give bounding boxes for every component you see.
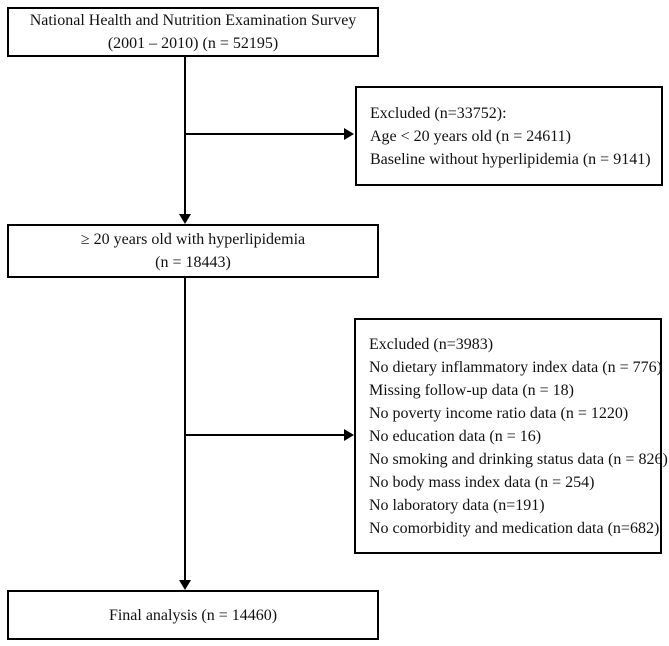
excluded2-item-smoking: No smoking and drinking status data (n =… bbox=[369, 450, 668, 468]
final-analysis-line: Final analysis (n = 14460) bbox=[108, 606, 278, 624]
excluded2-header: Excluded (n=3983) bbox=[369, 335, 494, 353]
eligible-title-line: ≥ 20 years old with hyperlipidemia bbox=[80, 231, 306, 248]
nhanes-count-line: (2001 – 2010) (n = 52195) bbox=[107, 35, 279, 52]
excluded1-item-age: Age < 20 years old (n = 24611) bbox=[370, 127, 571, 145]
excluded2-item-comorbidity: No comorbidity and medication data (n=68… bbox=[369, 519, 660, 537]
box-excluded-first: Excluded (n=33752): Age < 20 years old (… bbox=[355, 86, 663, 186]
arrowhead-down-2 bbox=[179, 580, 191, 590]
excluded2-item-laboratory: No laboratory data (n=191) bbox=[369, 496, 545, 514]
box-nhanes-source: National Health and Nutrition Examinatio… bbox=[7, 7, 379, 57]
box-eligible-population: ≥ 20 years old with hyperlipidemia (n = … bbox=[7, 224, 379, 278]
excluded2-item-poverty: No poverty income ratio data (n = 1220) bbox=[369, 404, 629, 422]
arrowhead-down-1 bbox=[179, 214, 191, 224]
excluded2-item-education: No education data (n = 16) bbox=[369, 427, 542, 445]
connector-branch-1 bbox=[184, 133, 344, 135]
excluded2-item-dii: No dietary inflammatory index data (n = … bbox=[369, 358, 662, 376]
excluded1-item-baseline: Baseline without hyperlipidemia (n = 914… bbox=[370, 150, 651, 168]
arrowhead-right-1 bbox=[344, 128, 354, 140]
arrowhead-right-2 bbox=[344, 429, 354, 441]
excluded2-item-bmi: No body mass index data (n = 254) bbox=[369, 473, 595, 491]
connector-vertical-1 bbox=[184, 57, 186, 214]
box-final-analysis: Final analysis (n = 14460) bbox=[7, 590, 379, 640]
box-excluded-second: Excluded (n=3983) No dietary inflammator… bbox=[354, 318, 668, 554]
connector-branch-2 bbox=[184, 434, 344, 436]
excluded1-header: Excluded (n=33752): bbox=[370, 104, 507, 122]
connector-vertical-2 bbox=[184, 278, 186, 580]
nhanes-title-line: National Health and Nutrition Examinatio… bbox=[29, 12, 357, 29]
excluded2-item-followup: Missing follow-up data (n = 18) bbox=[369, 381, 574, 399]
eligible-count-line: (n = 18443) bbox=[155, 254, 231, 271]
